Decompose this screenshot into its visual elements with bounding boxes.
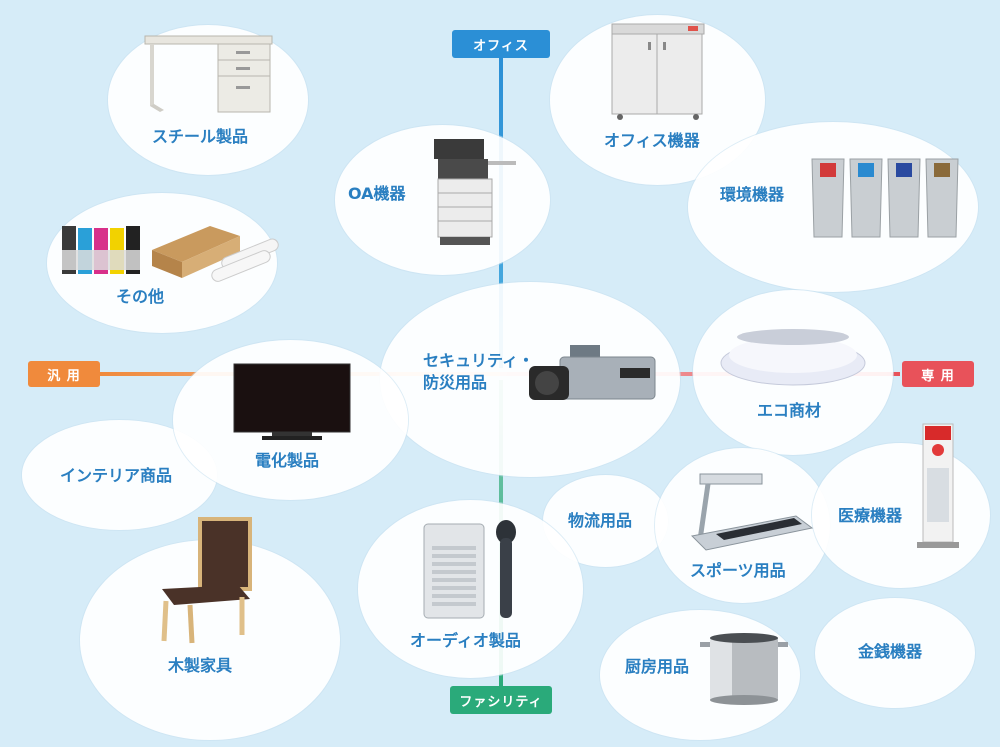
axis-tag-dedicated: 専 用 <box>902 361 974 387</box>
speaker-and-microphone-icon <box>423 520 516 619</box>
copier-machine-icon <box>434 139 516 245</box>
recycle-bins-icon <box>811 158 959 238</box>
television-icon <box>233 363 351 440</box>
label-eco: エコ商材 <box>757 401 822 420</box>
steel-desk-icon <box>144 35 273 113</box>
treadmill-icon <box>690 473 814 551</box>
stock-pot-icon <box>700 633 788 705</box>
axis-tag-office: オフィス <box>452 30 550 58</box>
bubble-medical <box>812 443 990 588</box>
label-security: セキュリティ・ 防災用品 <box>423 350 534 393</box>
label-kitchen: 厨房用品 <box>625 657 690 676</box>
office-cabinet-icon <box>611 23 705 120</box>
label-tv: 電化製品 <box>255 451 320 470</box>
label-money: 金銭機器 <box>858 642 923 661</box>
ceiling-light-icon <box>720 329 866 386</box>
label-medical: 医療機器 <box>838 506 903 525</box>
security-camera-icon <box>529 345 656 400</box>
label-audio: オーディオ製品 <box>410 631 521 650</box>
label-env: 環境機器 <box>720 185 785 204</box>
label-security-line2: 防災用品 <box>423 372 488 392</box>
axis-tag-general: 汎 用 <box>28 361 100 387</box>
axis-tag-facility: ファシリティ <box>450 686 552 714</box>
label-security-line1: セキュリティ・ <box>423 351 535 370</box>
label-office: オフィス機器 <box>604 131 700 150</box>
label-logistics: 物流用品 <box>568 511 633 530</box>
label-wood: 木製家具 <box>168 656 233 675</box>
bubble-steel <box>108 25 308 175</box>
wooden-chair-icon <box>161 517 252 644</box>
ink-and-paper-rolls-icon <box>62 226 279 282</box>
label-oa: OA機器 <box>348 184 406 203</box>
label-other: その他 <box>116 287 165 306</box>
label-steel: スチール製品 <box>152 127 249 146</box>
bubble-money <box>815 598 975 708</box>
label-sports: スポーツ用品 <box>690 561 786 580</box>
aed-stand-icon <box>917 423 959 548</box>
label-interior: インテリア商品 <box>60 466 173 485</box>
